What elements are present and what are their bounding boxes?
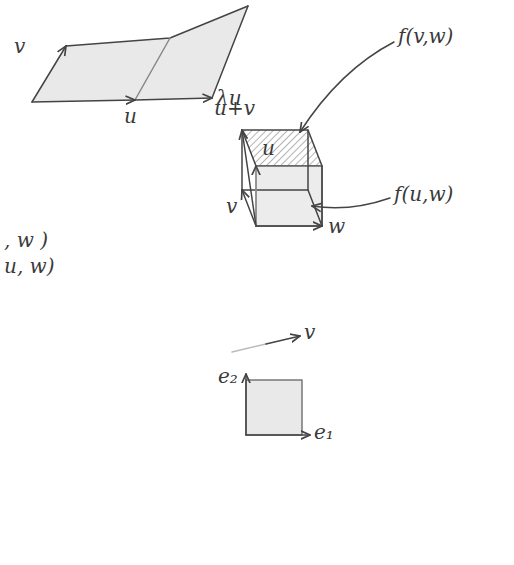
face-label: f(v,w) <box>398 26 453 46</box>
vector-label: v <box>304 322 315 342</box>
vector-label: u <box>124 106 137 126</box>
formula-fragment: , w ) <box>4 230 48 250</box>
formula-fragment: u, w) <box>4 256 55 276</box>
face-label: f(u,w) <box>394 184 453 204</box>
vector-label: v <box>14 36 25 56</box>
vector-label: v <box>226 196 237 216</box>
vector-label: u <box>262 138 275 158</box>
vector-label: u+v <box>214 98 255 118</box>
basis-label: e₁ <box>314 422 334 442</box>
basis-label: e₂ <box>218 366 238 386</box>
vector-label: w <box>328 216 345 236</box>
